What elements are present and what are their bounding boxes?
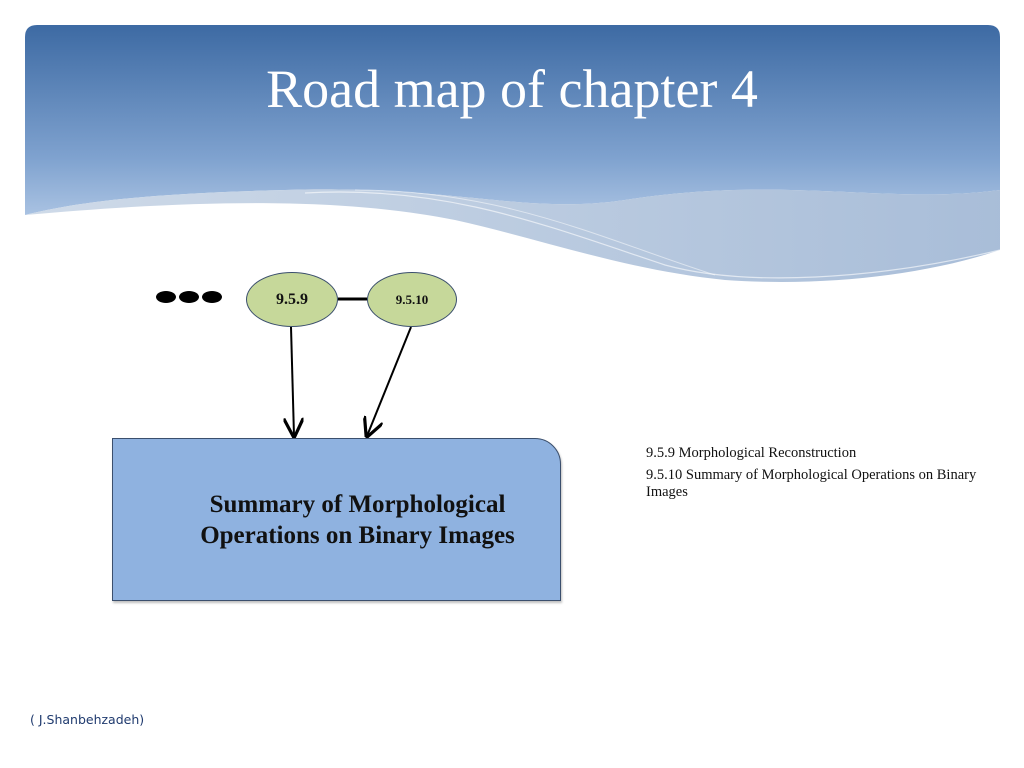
slide-title: Road map of chapter 4 [266, 59, 758, 119]
edge-9.5.10-to-summary [367, 326, 412, 436]
header-banner [25, 25, 1000, 285]
node-9-5-9: 9.5.9 [246, 272, 338, 327]
summary-box [112, 438, 561, 601]
notes-list: 9.5.9 Morphological Reconstruction 9.5.1… [646, 445, 996, 506]
summary-line-1: Summary of Morphological [209, 491, 506, 518]
ellipsis-dots-icon [156, 291, 222, 303]
author-credit: ( J.Shanbehzadeh) [30, 712, 145, 727]
note-item: 9.5.10 Summary of Morphological Operatio… [646, 467, 977, 500]
note-item: 9.5.9 Morphological Reconstruction [646, 445, 857, 461]
node-9-5-10: 9.5.10 [367, 272, 457, 327]
summary-box-label: Summary of Morphological Operations on B… [150, 489, 565, 551]
edge-9.5.9-to-summary [291, 326, 294, 436]
summary-line-2: Operations on Binary Images [200, 522, 515, 549]
header-wave-graphic [25, 25, 1000, 282]
